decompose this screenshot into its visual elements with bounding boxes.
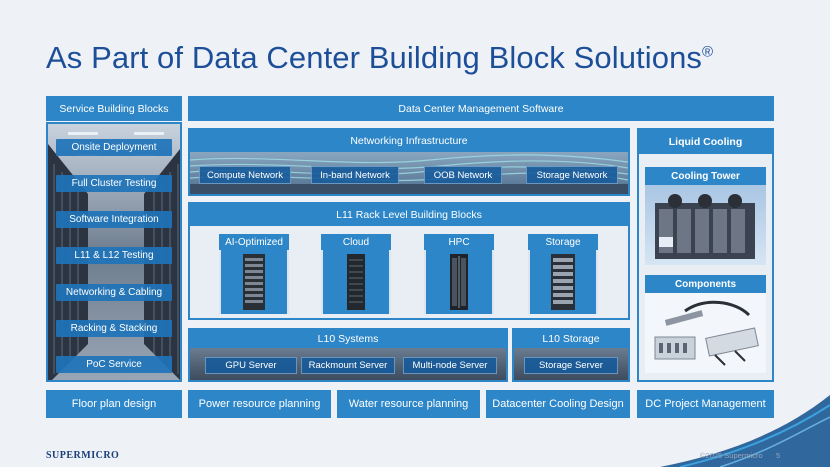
service-header: Service Building Blocks (46, 96, 182, 121)
service-item-networking-cabling: Networking & Cabling (56, 284, 172, 301)
rack-label: Storage (528, 234, 598, 250)
service-item-poc-service: PoC Service (56, 356, 172, 373)
rack-label: Cloud (321, 234, 391, 250)
l10-storage-header: L10 Storage (514, 330, 628, 348)
rack-card-ai-optimized: AI-Optimized (219, 234, 289, 314)
service-item-l11-l12-testing: L11 & L12 Testing (56, 247, 172, 264)
bottom-item-water-planning: Water resource planning (337, 390, 480, 418)
cooling-tower-image (645, 185, 766, 265)
components-label: Components (645, 275, 766, 293)
cloud-rack-icon (323, 250, 389, 314)
bottom-item-floor-plan: Floor plan design (46, 390, 182, 418)
hpc-rack-icon (426, 250, 492, 314)
storage-rack-icon (530, 250, 596, 314)
rack-label: HPC (424, 234, 494, 250)
cooling-components-icon (654, 300, 759, 366)
rack-label: AI-Optimized (219, 234, 289, 250)
service-item-racking-stacking: Racking & Stacking (56, 320, 172, 337)
l11-header: L11 Rack Level Building Blocks (190, 204, 628, 226)
decorative-swoosh (660, 395, 830, 467)
network-item-oob: OOB Network (424, 166, 502, 184)
networking-header: Networking Infrastructure (190, 130, 628, 152)
footer-copyright: ©2025 Supermicro (700, 451, 763, 460)
network-item-storage: Storage Network (526, 166, 618, 184)
registered-mark: ® (702, 43, 714, 61)
liquid-cooling-header: Liquid Cooling (639, 130, 772, 154)
rack-card-storage: Storage (528, 234, 598, 314)
slide-title: As Part of Data Center Building Block So… (46, 40, 714, 75)
service-item-software-integration: Software Integration (56, 211, 172, 228)
l10-item-storage-server: Storage Server (524, 357, 618, 374)
ai-rack-icon (221, 250, 287, 314)
management-bar: Data Center Management Software (188, 96, 774, 121)
supermicro-logo: SUPERMICRO (46, 450, 120, 461)
network-item-compute: Compute Network (199, 166, 291, 184)
network-item-inband: In-band Network (311, 166, 399, 184)
rack-card-hpc: HPC (424, 234, 494, 314)
page-number: 5 (776, 451, 781, 460)
cooling-tower-icon (655, 194, 755, 259)
bottom-item-dc-project-management: DC Project Management (637, 390, 774, 418)
rack-card-cloud: Cloud (321, 234, 391, 314)
bottom-item-cooling-design: Datacenter Cooling Design (486, 390, 630, 418)
components-image (645, 293, 766, 373)
l10-item-gpu-server: GPU Server (205, 357, 297, 374)
l10-systems-header: L10 Systems (190, 330, 506, 348)
l10-item-rackmount-server: Rackmount Server (301, 357, 395, 374)
bottom-item-power-planning: Power resource planning (188, 390, 331, 418)
service-item-full-cluster-testing: Full Cluster Testing (56, 175, 172, 192)
service-item-onsite-deployment: Onsite Deployment (56, 139, 172, 156)
l10-item-multinode-server: Multi-node Server (403, 357, 497, 374)
cooling-tower-label: Cooling Tower (645, 167, 766, 185)
